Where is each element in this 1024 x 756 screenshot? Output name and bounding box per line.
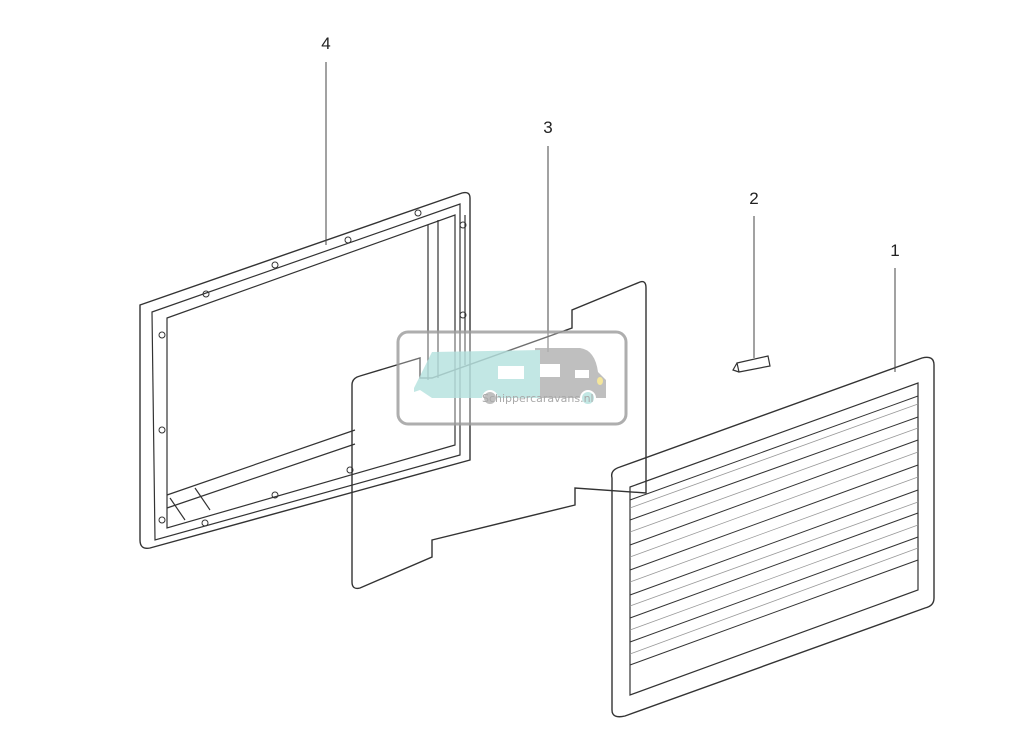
callout-2: 2 <box>749 189 759 208</box>
ventilation-grille-cover <box>610 356 935 718</box>
watermark-text: Schippercaravans.nl <box>482 392 594 405</box>
callout-3: 3 <box>543 118 553 137</box>
clip <box>732 355 771 373</box>
callout-4: 4 <box>321 34 331 53</box>
watermark-logo <box>396 330 628 426</box>
winter-cover-panel <box>351 280 647 590</box>
mounting-frame <box>139 191 471 550</box>
callout-1: 1 <box>890 241 900 260</box>
